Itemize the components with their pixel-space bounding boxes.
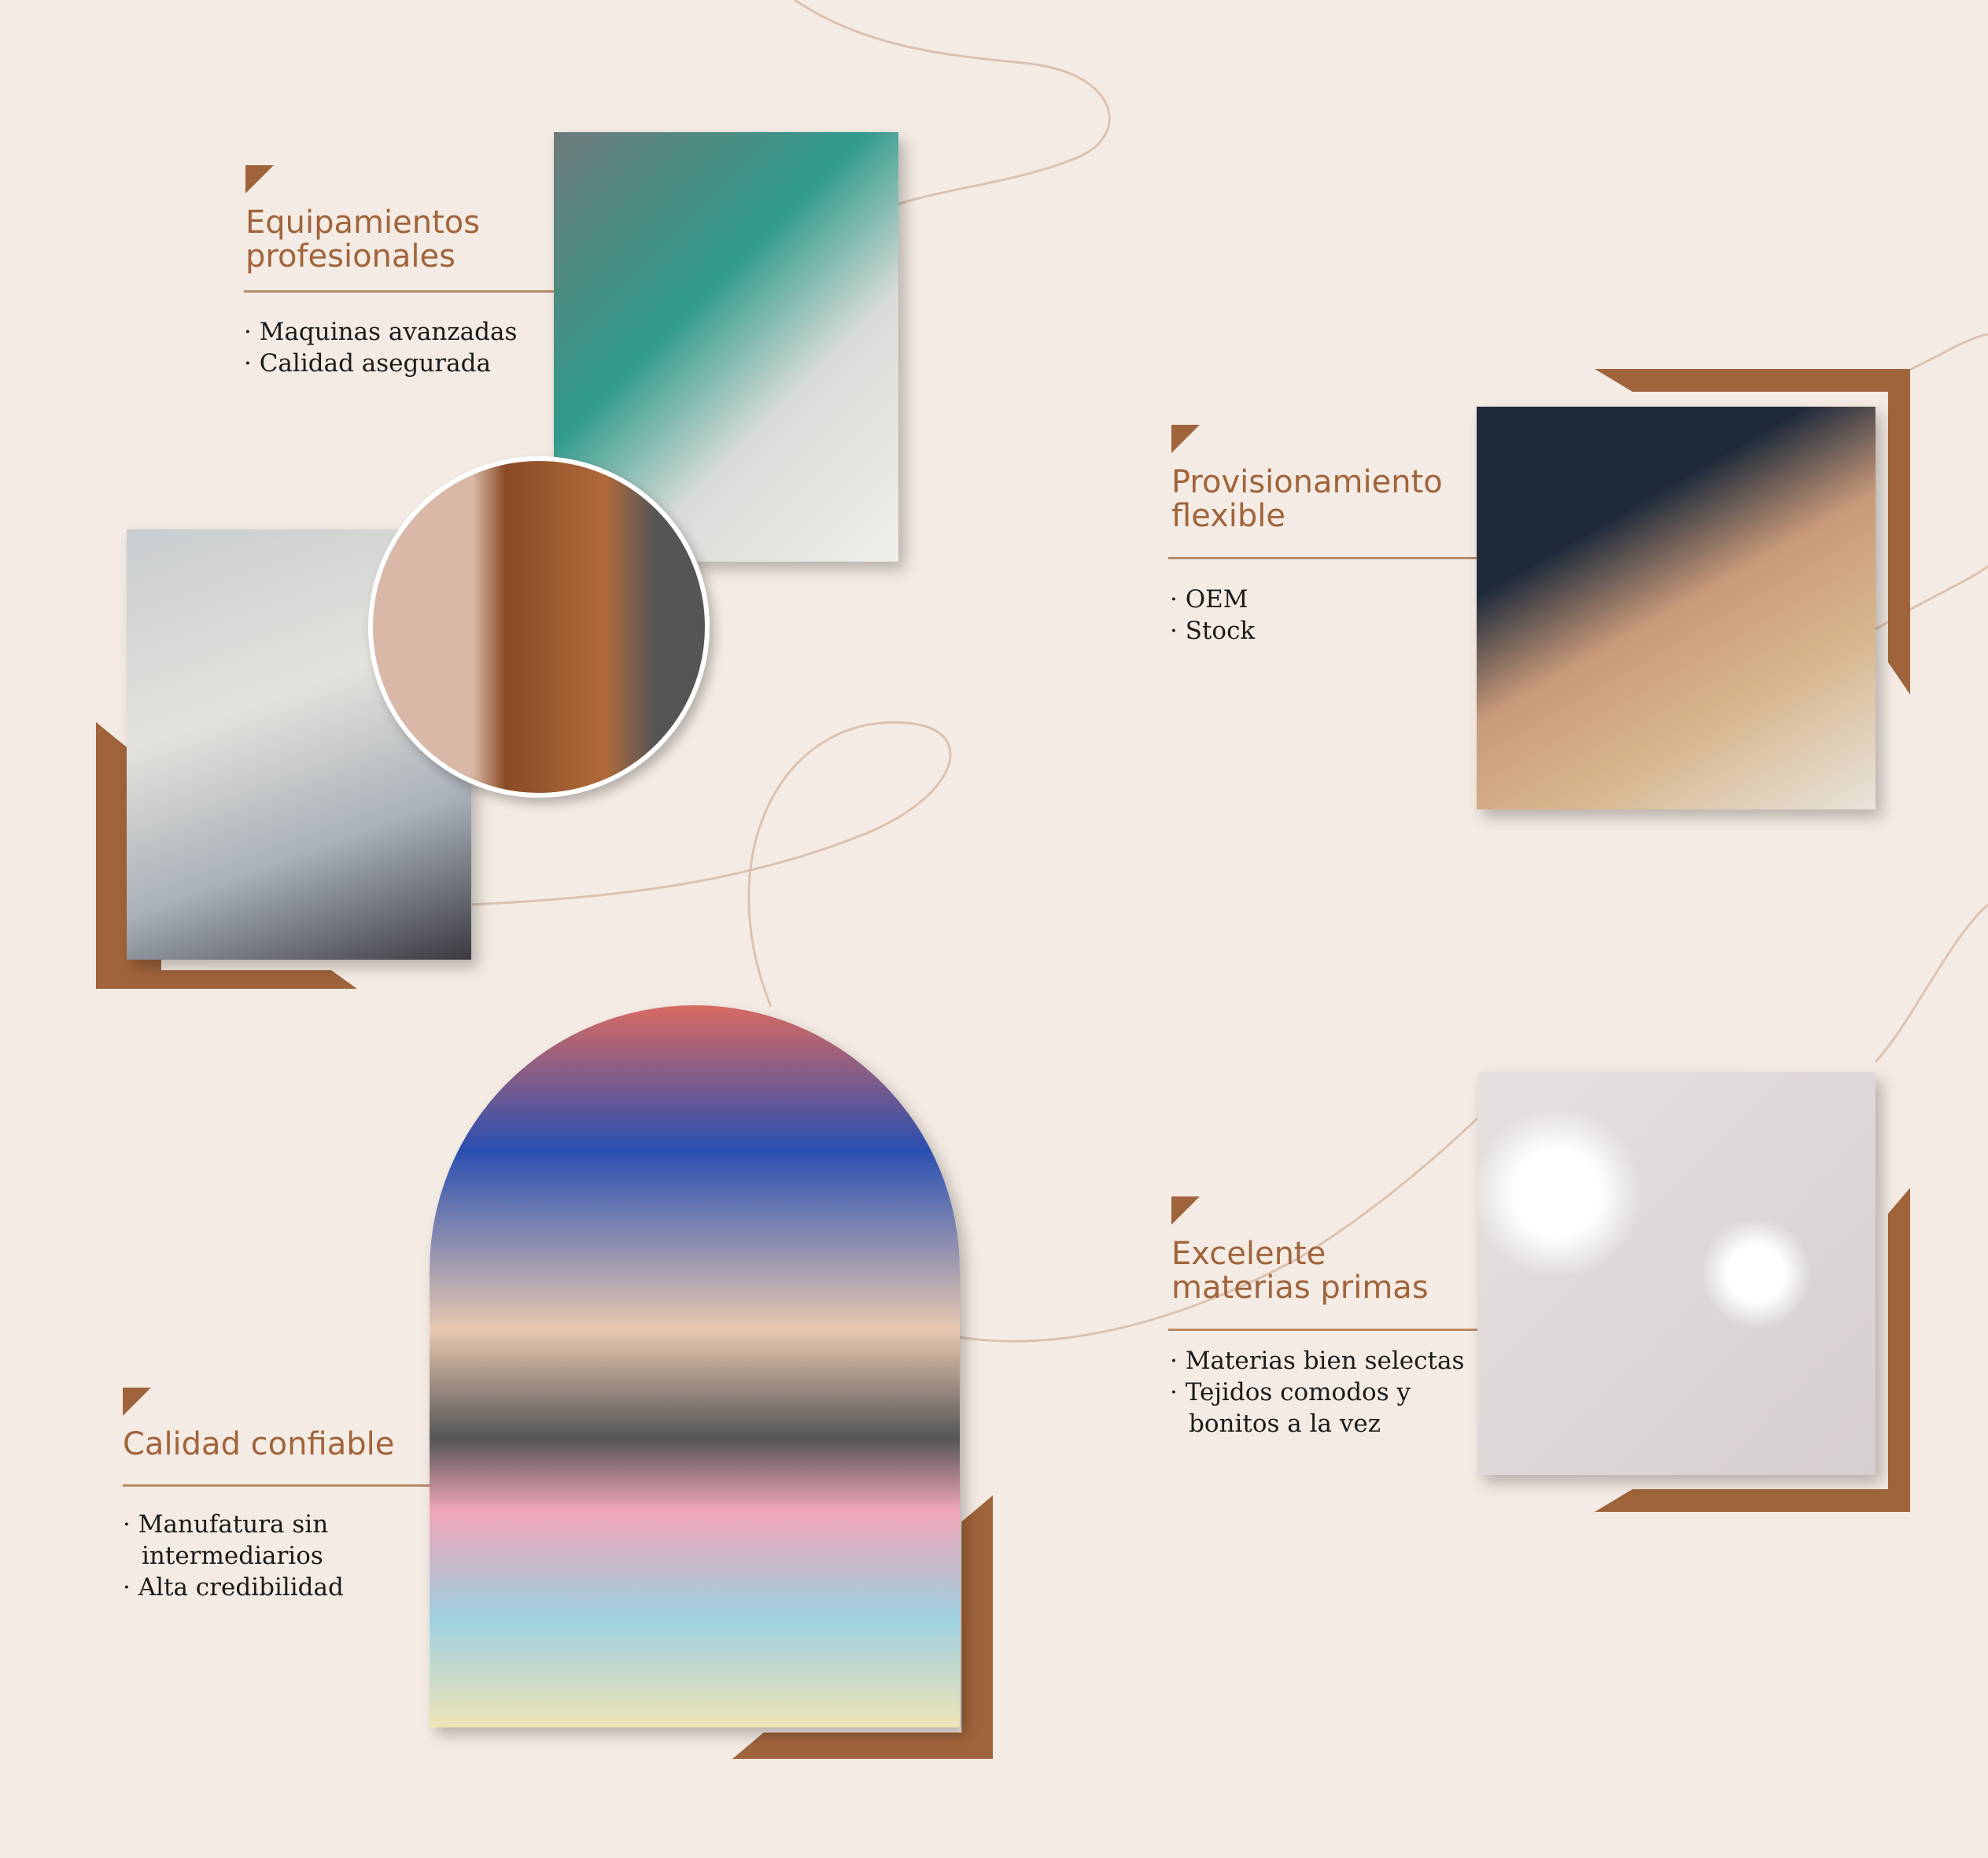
bullet-list: · Manufatura sin intermediarios · Alta c… bbox=[123, 1510, 344, 1602]
bullet-list: · Materias bien selectas · Tejidos comod… bbox=[1170, 1347, 1465, 1438]
cotton-photo bbox=[1477, 1072, 1876, 1475]
fabric-loom-photo bbox=[368, 456, 710, 798]
fabric-rolls-warehouse-photo bbox=[430, 1005, 960, 1727]
section-marker-icon bbox=[123, 1388, 151, 1416]
section-title: Excelente materias primas bbox=[1171, 1236, 1429, 1306]
bullet-list: · OEM · Stock bbox=[1170, 585, 1256, 645]
section-marker-icon bbox=[245, 165, 274, 194]
section-title: Equipamientos profesionales bbox=[245, 205, 481, 275]
section-title: Calidad confiable bbox=[123, 1426, 395, 1462]
section-marker-icon bbox=[1171, 425, 1200, 453]
divider bbox=[244, 290, 555, 293]
color-swatch-design-photo bbox=[1477, 407, 1876, 809]
divider bbox=[1168, 557, 1477, 559]
divider bbox=[123, 1484, 431, 1487]
section-marker-icon bbox=[1171, 1196, 1200, 1225]
section-title: Provisionamiento flexible bbox=[1171, 464, 1443, 534]
divider bbox=[1168, 1329, 1477, 1331]
bullet-list: · Maquinas avanzadas · Calidad asegurada bbox=[244, 318, 518, 378]
